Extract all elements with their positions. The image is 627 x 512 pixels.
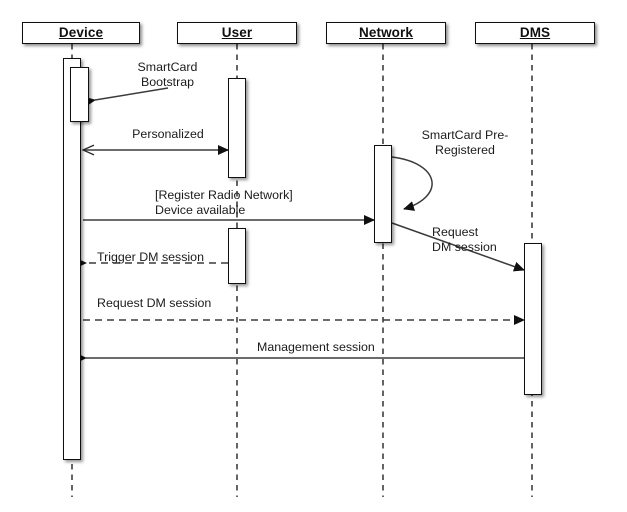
arrow-smartcard-pre-registered <box>391 156 433 211</box>
activation-bar-dms[interactable] <box>524 243 542 395</box>
arrow-smartcard-bootstrap <box>84 87 169 107</box>
lifeline-header-user[interactable]: User <box>177 22 297 44</box>
message-label-management-session: Management session <box>257 340 375 354</box>
lifeline-header-network[interactable]: Network <box>326 22 446 44</box>
lifeline-label-device: Device <box>58 25 104 41</box>
message-label-smartcard-bootstrap: SmartCard Bootstrap <box>137 60 198 89</box>
arrow-request-dm-session-network <box>391 222 525 272</box>
message-label-smartcard-pre-registered: SmartCard Pre- Registered <box>421 128 509 157</box>
activation-bar-device-inner[interactable] <box>70 67 89 122</box>
message-label-register-radio-network: [Register Radio Network] Device availabl… <box>155 188 293 217</box>
message-label-request-dm-session-network: Request DM session <box>432 225 497 254</box>
message-label-request-dm-session-device: Request DM session <box>97 296 212 310</box>
activation-bar-user-second[interactable] <box>228 228 246 284</box>
activation-bar-device-outer[interactable] <box>63 58 81 460</box>
lifeline-label-dms: DMS <box>519 25 551 41</box>
activation-bar-network[interactable] <box>374 145 392 243</box>
lifeline-label-user: User <box>221 25 253 41</box>
message-label-personalized: Personalized <box>132 127 204 141</box>
message-label-trigger-dm-session: Trigger DM session <box>97 250 204 264</box>
lifeline-header-device[interactable]: Device <box>22 22 140 44</box>
activation-bar-user-first[interactable] <box>228 78 246 178</box>
lifeline-label-network: Network <box>359 25 413 41</box>
lifeline-header-dms[interactable]: DMS <box>475 22 595 44</box>
lifeline-axes <box>71 44 533 497</box>
